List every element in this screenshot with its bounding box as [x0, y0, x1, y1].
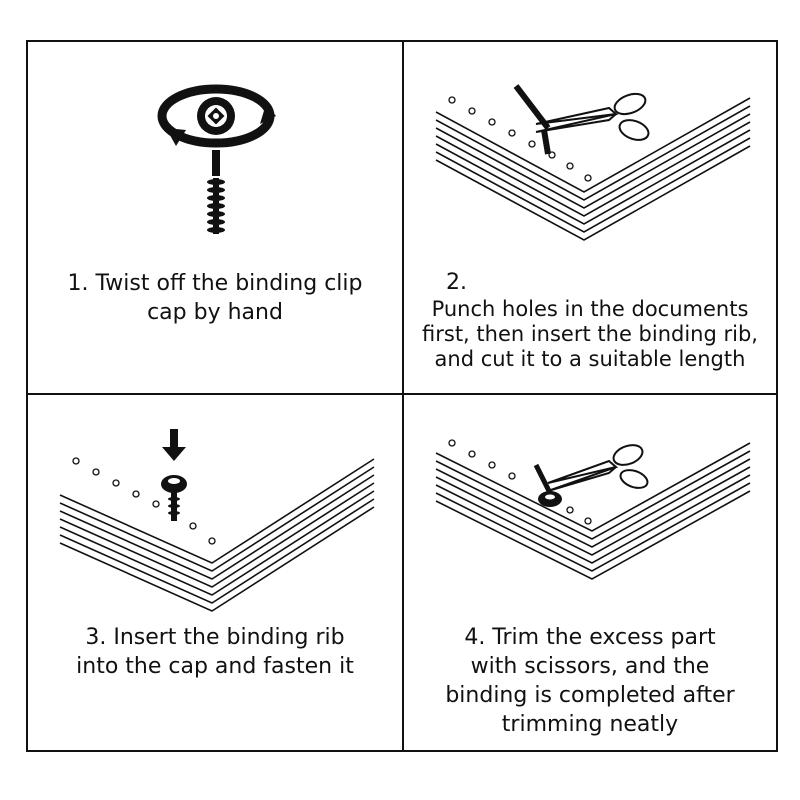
- punch-holes: [72, 457, 216, 545]
- caption-line: cap by hand: [147, 300, 283, 325]
- binding-rib-icon: [207, 150, 225, 234]
- scissors-icon: [535, 92, 650, 141]
- step-1-panel: 1. Twist off the binding clip cap by han…: [28, 42, 402, 393]
- punch-holes: [448, 439, 592, 525]
- step-2-caption: 2. Punch holes in the documents first, t…: [404, 268, 776, 372]
- caption-line: into the cap and fasten it: [76, 654, 354, 679]
- paper-stack-icon: [435, 442, 751, 580]
- punch-holes: [448, 96, 592, 182]
- step-1-illustration: [157, 84, 276, 234]
- caption-line: first, then insert the binding rib,: [422, 322, 758, 346]
- rotate-arrow-icon: [157, 84, 276, 148]
- down-arrow-icon: [162, 429, 186, 461]
- caption-line: 3. Insert the binding rib: [85, 625, 345, 650]
- caption-line: 4. Trim the excess part: [464, 625, 716, 650]
- step-3-illustration: [59, 429, 375, 612]
- step-4-illustration: [435, 439, 751, 580]
- binding-cap-icon: [538, 491, 562, 507]
- step-4-panel: 4. Trim the excess part with scissors, a…: [404, 395, 776, 750]
- binding-rib-icon: [168, 491, 180, 521]
- grid-divider-horizontal: [26, 393, 778, 395]
- caption-line: with scissors, and the: [470, 654, 710, 679]
- binding-cap-icon: [197, 97, 235, 135]
- step-3-panel: 3. Insert the binding rib into the cap a…: [28, 395, 402, 750]
- paper-stack-icon: [435, 97, 751, 241]
- step-2-panel: 2. Punch holes in the documents first, t…: [404, 42, 776, 393]
- step-1-caption: 1. Twist off the binding clip cap by han…: [28, 269, 402, 327]
- step-3-caption: 3. Insert the binding rib into the cap a…: [28, 623, 402, 681]
- binding-cap-icon: [161, 475, 187, 493]
- caption-line: Punch holes in the documents: [431, 297, 749, 321]
- paper-stack-icon: [59, 458, 375, 612]
- caption-line: 1. Twist off the binding clip: [67, 271, 363, 296]
- caption-line: binding is completed after: [445, 683, 735, 708]
- step-4-caption: 4. Trim the excess part with scissors, a…: [404, 623, 776, 739]
- step-2-number: 2.: [446, 270, 467, 295]
- binding-rib-icon: [513, 84, 551, 155]
- binding-rib-icon: [533, 463, 553, 495]
- caption-line: and cut it to a suitable length: [434, 347, 746, 371]
- grid-divider-vertical: [402, 40, 404, 752]
- scissors-icon: [547, 444, 649, 492]
- caption-line: trimming neatly: [501, 712, 679, 737]
- step-2-illustration: [435, 84, 751, 241]
